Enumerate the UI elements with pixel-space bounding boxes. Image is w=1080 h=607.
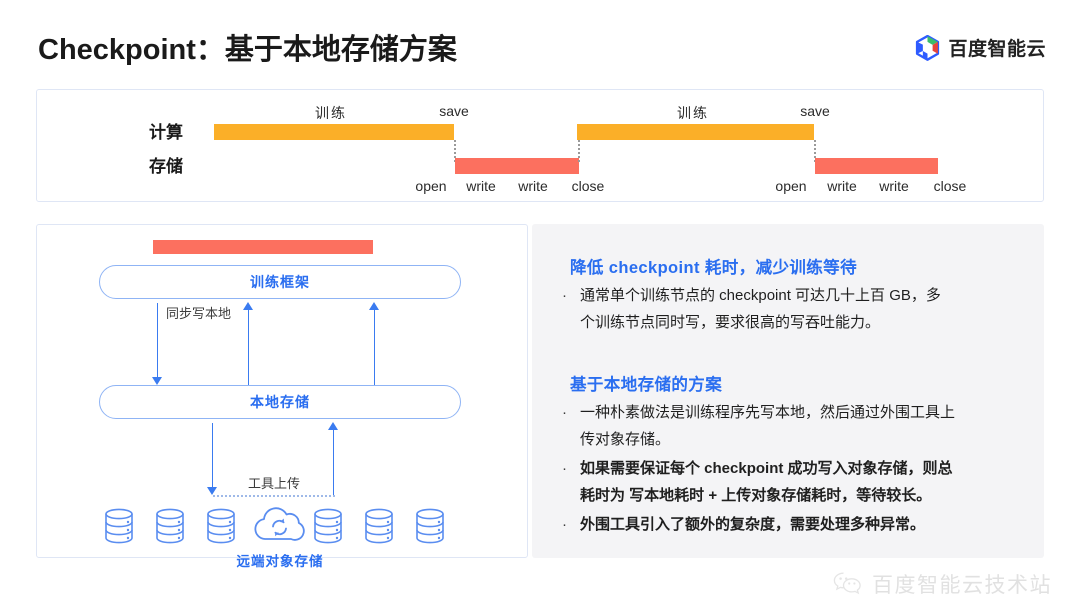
architecture-diagram-panel: 训练框架 同步写本地 本地存储 工具上传 [36,224,528,569]
section-bullets-1: · 通常单个训练节点的 checkpoint 可达几十上百 GB，多 个训练节点… [562,282,1022,338]
timeline-save-caption-1: save [439,103,469,119]
database-cylinder-icon [207,508,235,544]
bullet-item: · 通常单个训练节点的 checkpoint 可达几十上百 GB，多 个训练节点… [562,282,1022,336]
page-title: Checkpoint：基于本地存储方案 [38,34,457,66]
database-cylinder-icon [314,508,342,544]
watermark-text: 百度智能云技术站 [872,574,1052,597]
timeline-op-2-2: write [879,178,909,194]
wechat-icon [833,572,861,595]
diagram-bottom-label: 远端对象存储 [236,554,324,569]
diagram-node-local-storage[interactable]: 本地存储 [99,385,461,419]
timeline-panel: 计算 存储 训练 save open write write close 训练 … [36,89,1044,202]
diagram-edge-label-tool-upload: 工具上传 [245,473,304,492]
bullet-line: 如果需要保证每个 checkpoint 成功写入对象存储，则总 [580,460,953,477]
bullet-text: 如果需要保证每个 checkpoint 成功写入对象存储，则总 耗时为 写本地耗… [580,455,953,509]
diagram-arrow-head-up-1 [243,302,253,310]
bullet-line: 耗时为 写本地耗时 + 上传对象存储耗时，等待较长。 [580,487,932,504]
timeline-op-2-0: open [775,178,807,194]
diagram-arrow-line-down-1 [157,303,158,379]
brand-name: 百度智能云 [948,39,1046,60]
bullet-text: 通常单个训练节点的 checkpoint 可达几十上百 GB，多 个训练节点同时… [580,282,941,336]
timeline-op-1-3: close [571,178,605,194]
timeline-op-2-1: write [827,178,857,194]
timeline-op-1-0: open [415,178,447,194]
database-cylinder-icon [416,508,444,544]
watermark: 百度智能云技术站 [833,569,1052,599]
timeline-compute-caption-2: 训练 [677,105,709,121]
bullet-line: 传对象存储。 [580,431,671,448]
section-heading-2: 基于本地存储的方案 [570,376,723,394]
bullet-marker: · [562,460,567,477]
bullet-item: · 一种朴素做法是训练程序先写本地，然后通过外围工具上 传对象存储。 [562,399,1032,453]
diagram-arrow-line-down-2 [212,423,213,489]
section-heading-1: 降低 checkpoint 耗时，减少训练等待 [570,259,857,277]
database-cylinder-icon [105,508,133,544]
bullet-marker: · [562,287,567,304]
timeline-op-1-2: write [518,178,548,194]
diagram-edge-label-sync-write-local: 同步写本地 [163,303,235,322]
diagram-arrow-head-up-3 [328,422,338,430]
diagram-arrow-head-up-2 [369,302,379,310]
timeline-save-caption-2: save [800,103,830,119]
bullet-line: 外围工具引入了额外的复杂度，需要处理多种异常。 [580,516,926,533]
timeline-connector-1 [454,140,456,162]
timeline-compute-bar-2 [577,124,814,140]
bullet-line: 个训练节点同时写，要求很高的写吞吐能力。 [580,314,881,331]
diagram-arrow-head-down-1 [152,377,162,385]
diagram-top-red-bar [153,240,373,254]
bullet-line: 一种朴素做法是训练程序先写本地，然后通过外围工具上 [580,404,956,421]
bullet-item: · 外围工具引入了额外的复杂度，需要处理多种异常。 [562,511,1032,538]
bullet-text: 外围工具引入了额外的复杂度，需要处理多种异常。 [580,511,925,538]
bullet-line: 通常单个训练节点的 checkpoint 可达几十上百 GB，多 [580,287,941,304]
database-cylinder-icon [365,508,393,544]
brand-logo: 百度智能云 [915,34,1046,61]
timeline-storage-bar-1 [455,158,579,174]
diagram-node-training-framework[interactable]: 训练框架 [99,265,461,299]
bullet-marker: · [562,516,567,533]
explanation-panel: 降低 checkpoint 耗时，减少训练等待 · 通常单个训练节点的 chec… [532,224,1044,558]
diagram-arrow-line-up-1 [248,309,249,385]
timeline-compute-bar-1 [214,124,454,140]
cloud-sync-icon [254,507,305,541]
bullet-item: · 如果需要保证每个 checkpoint 成功写入对象存储，则总 耗时为 写本… [562,455,1032,509]
timeline-op-2-3: close [933,178,967,194]
diagram-arrow-line-up-2 [374,309,375,385]
timeline-op-1-1: write [466,178,496,194]
diagram-dotted-connector [213,495,335,497]
diagram-arrow-head-down-2 [207,487,217,495]
baidu-cloud-hexagon-icon [916,34,940,61]
bullet-text: 一种朴素做法是训练程序先写本地，然后通过外围工具上 传对象存储。 [580,399,955,453]
database-cylinder-icon [156,508,184,544]
timeline-row-label-storage: 存储 [149,157,183,176]
timeline-connector-2 [578,140,580,162]
timeline-connector-3 [814,140,816,162]
timeline-compute-caption-1: 训练 [315,105,347,121]
timeline-row-label-compute: 计算 [149,123,183,142]
timeline-storage-bar-2 [815,158,938,174]
diagram-arrow-line-up-3 [333,429,334,495]
bullet-marker: · [562,404,567,421]
section-bullets-2: · 一种朴素做法是训练程序先写本地，然后通过外围工具上 传对象存储。 · 如果需… [562,399,1032,540]
